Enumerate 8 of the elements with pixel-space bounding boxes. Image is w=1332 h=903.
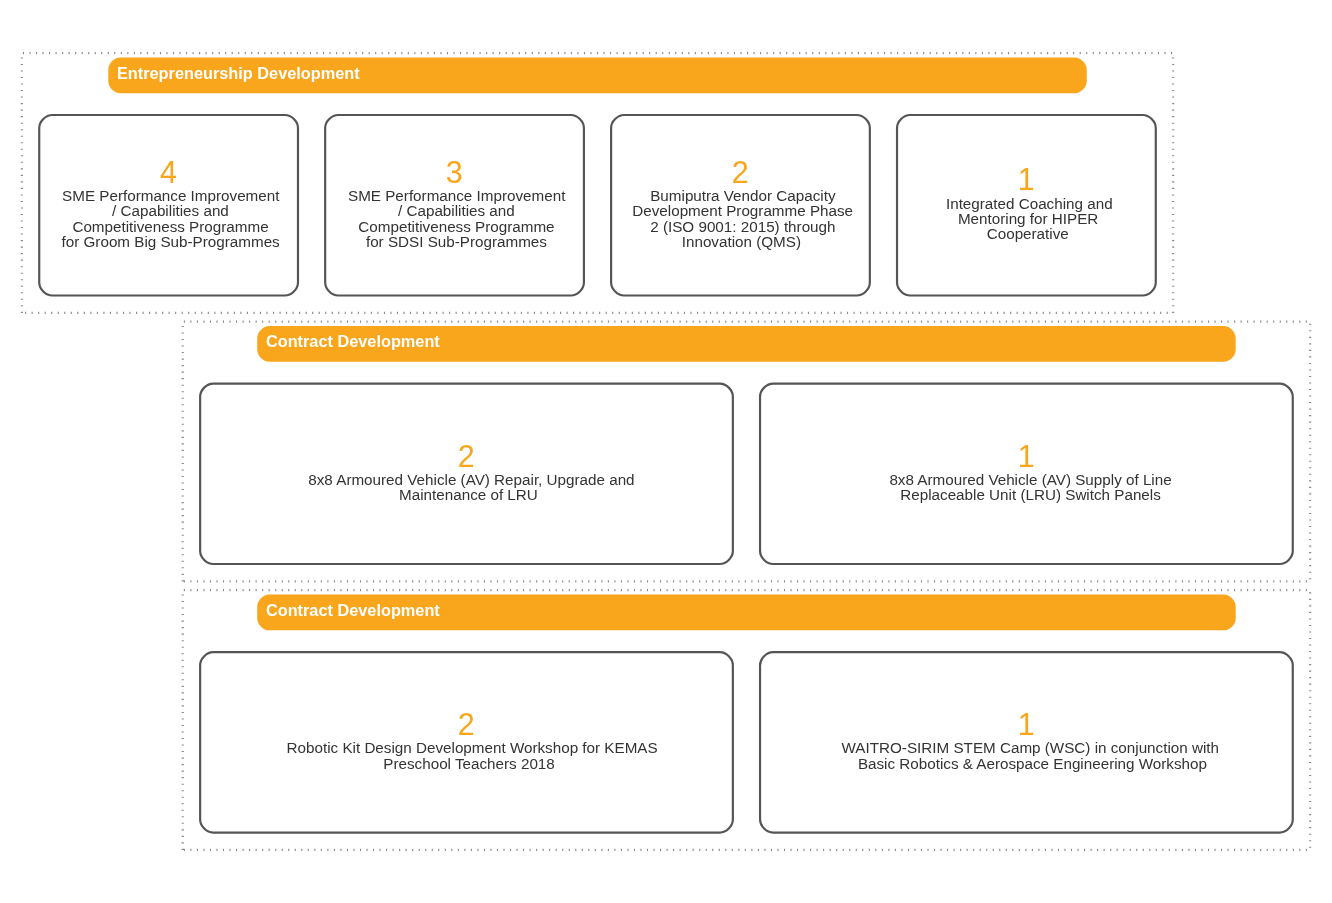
node-box: 2 8x8 Armoured Vehicle (AV) Repair, Upgrade and Maintenance of LRU (199, 382, 734, 566)
node-box: 1 8x8 Armoured Vehicle (AV) Supply of Line Replaceable Unit (LRU) Switch Panels (758, 382, 1294, 566)
node-box: 2 Bumiputra Vendor Capacity Development Programme Phase 2 (ISO 9001: 2015) through Innovation (QMS) (610, 113, 871, 297)
node-box: 4 SME Performance Improvement / Capabilities and Competitiveness Programme for Groom Big Sub-Programmes (38, 113, 300, 297)
node-box: 1 WAITRO-SIRIM STEM Camp (WSC) in conjunction with Basic Robotics & Aerospace Engineering Workshop (758, 651, 1294, 834)
node-box: 3 SME Performance Improvement / Capabilities and Competitiveness Programme for SDSI Sub-Programmes (324, 113, 585, 297)
node-box: 2 Robotic Kit Design Development Workshop for KEMAS Preschool Teachers 2018 (199, 651, 734, 834)
node-box: 1 Integrated Coaching and Mentoring for HIPER Cooperative (895, 113, 1157, 297)
